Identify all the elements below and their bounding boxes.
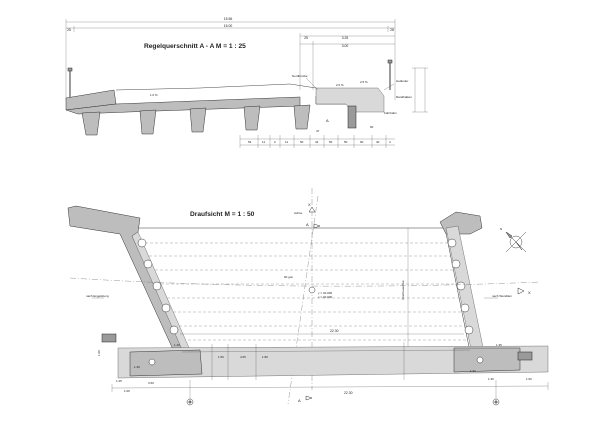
bdim-5: 50 xyxy=(300,140,304,144)
dim-deck-width: 15.00 xyxy=(224,24,233,28)
top-dimension-lines xyxy=(65,19,396,100)
end-dim-2: 1.30 xyxy=(134,365,140,369)
note-nordbruecke: Nordbrücke xyxy=(292,74,308,78)
bdim-12: 47 xyxy=(316,129,320,133)
bdim-7: 50 xyxy=(329,140,333,144)
bdim-9: 60 xyxy=(360,140,364,144)
left-end-block xyxy=(101,333,117,343)
railing-left xyxy=(67,67,73,97)
mid-dim-2: 1.50 xyxy=(218,355,224,359)
dim-left-edge: 25 xyxy=(67,28,71,32)
bdim-10: 40 xyxy=(376,140,380,144)
bdim-13: 60 xyxy=(370,125,374,129)
dim-cap-width: 3.25 xyxy=(342,36,349,40)
right-cap xyxy=(315,87,385,113)
bdim-6: 42 xyxy=(315,140,319,144)
dim-total-width: 15.56 xyxy=(224,17,233,21)
section-title: Regelquerschnitt A - A M = 1 : 25 xyxy=(144,43,246,50)
road-centerline xyxy=(69,277,541,287)
end-dim-5: 1.35 xyxy=(496,343,502,347)
north-label: N xyxy=(500,227,502,231)
angle-label: 60 gon xyxy=(284,275,294,279)
plan-title: Draufsicht M = 1 : 50 xyxy=(190,211,255,218)
marker-a-bottom: A xyxy=(298,398,301,403)
mid-dim-3: 1.80 xyxy=(262,355,268,359)
slope-mid: 2.0 % xyxy=(336,83,344,87)
girders xyxy=(81,104,311,136)
right-direction-label: nach Wendlam xyxy=(492,294,512,298)
bdim-3: 2 xyxy=(274,140,276,144)
abutment-foundation xyxy=(117,345,549,379)
bottom-dimension-ticks xyxy=(239,135,387,148)
section-line-a xyxy=(287,195,319,405)
coord-y: y = 40.000 xyxy=(318,291,332,295)
end-dim-1: 1.40 xyxy=(174,343,180,347)
marker-x-top: X xyxy=(308,202,311,207)
axis-point xyxy=(308,286,316,294)
dim-walk-edge: 25 xyxy=(304,36,308,40)
road-surface xyxy=(115,83,317,91)
mid-dim-1: 4.05 xyxy=(240,355,246,359)
cross-section: 15.56 15.00 25 28 3.25 3.00 25 Regelquer… xyxy=(65,17,428,148)
end-dim-10: 1.31 xyxy=(470,369,476,373)
bdim-8: 50 xyxy=(344,140,348,144)
bdim-11: 4 xyxy=(389,140,391,144)
end-dim-9: 1.06 xyxy=(124,389,130,393)
triangle-marker-top xyxy=(308,206,316,213)
left-direction-label: nach Engelsberg xyxy=(86,294,109,298)
bdim-2: 11 xyxy=(262,140,265,144)
dim-walk-width: 3.00 xyxy=(342,44,349,48)
axis-label: Achse xyxy=(294,211,303,215)
right-end-block xyxy=(517,351,533,361)
note-randbalken: Randbalken xyxy=(396,95,412,99)
vertical-label: Überbauachse xyxy=(401,280,405,300)
pier-marker-left xyxy=(186,380,194,406)
pier-marker-right xyxy=(492,380,500,406)
left-bearing xyxy=(148,358,156,366)
end-dim-6: 1.00 xyxy=(526,377,532,381)
end-dim-8: 3.60 xyxy=(148,381,154,385)
right-bearing xyxy=(476,356,484,364)
arrow-marker-top xyxy=(313,223,321,229)
arrow-marker-bottom xyxy=(305,395,313,401)
bdim-1: 54 xyxy=(248,140,252,144)
arrow-marker-right xyxy=(517,287,525,295)
slope-left: 1.0 % xyxy=(150,93,158,97)
north-arrow-icon xyxy=(505,231,527,253)
note-fahrbahn: Fahrbahn xyxy=(384,111,397,115)
note-gelaender: Geländer xyxy=(396,79,408,83)
footing-left xyxy=(129,349,203,377)
span-dim-outer: 22.30 xyxy=(344,391,353,395)
deck-outline xyxy=(133,227,471,355)
end-dim-7: 1.30 xyxy=(488,377,494,381)
railing-right xyxy=(387,59,393,90)
drain-pipe xyxy=(347,105,357,129)
bdim-4: 11 xyxy=(285,140,288,144)
bolt-circles-right xyxy=(447,238,474,335)
dim-right-edge: 28 xyxy=(390,28,394,32)
end-dim-4: 1.25 xyxy=(116,379,122,383)
span-dim-inner: 22.30 xyxy=(330,329,339,333)
plan-view: Draufsicht M = 1 : 50 xyxy=(67,188,549,406)
marker-x-right: X xyxy=(528,290,531,295)
right-wing-wall xyxy=(439,211,483,235)
end-dim-3: 1.00 xyxy=(97,350,101,356)
coord-x: x = 40.000 xyxy=(318,295,332,299)
detail-marker: A xyxy=(326,118,329,123)
footing-right xyxy=(453,347,521,373)
slope-right: 2.5 % xyxy=(360,80,368,84)
marker-a-top: A xyxy=(306,222,309,227)
bolt-circles-left xyxy=(137,238,179,335)
